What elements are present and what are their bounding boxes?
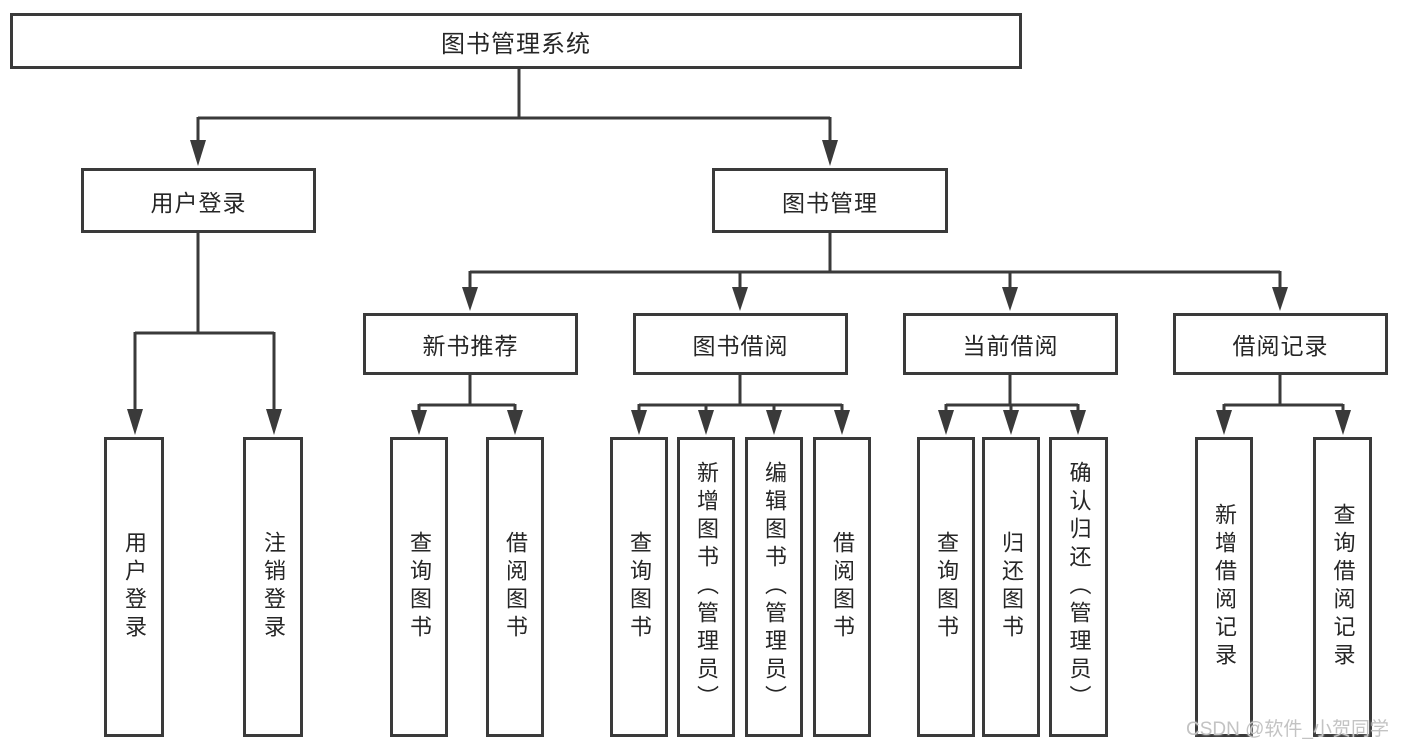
node-book-borrow: 图书借阅 [633,313,848,375]
node-label: 归还图书 [999,531,1024,643]
leaf-query-borrow-record: 查询借阅记录 [1313,437,1372,737]
leaf-confirm-return-admin: 确认归还（管理员） [1049,437,1108,737]
node-current-borrow: 当前借阅 [903,313,1118,375]
node-user-login: 用户登录 [81,168,316,233]
node-borrow-records: 借阅记录 [1173,313,1388,375]
node-label: 借阅图书 [503,531,528,643]
node-label: 当前借阅 [962,333,1059,359]
leaf-logout: 注销登录 [243,437,303,737]
node-label: 新增图书（管理员） [694,461,719,713]
leaf-borrow-books-recommend: 借阅图书 [486,437,544,737]
leaf-borrow-books: 借阅图书 [813,437,871,737]
node-label: 编辑图书（管理员） [762,461,787,713]
leaf-add-borrow-record: 新增借阅记录 [1195,437,1253,737]
node-book-management: 图书管理 [712,168,948,233]
leaf-add-books-admin: 新增图书（管理员） [677,437,735,737]
leaf-query-books-borrow: 查询图书 [610,437,668,737]
node-label: 借阅记录 [1232,333,1329,359]
node-label: 用户登录 [122,531,147,643]
node-label: 图书管理 [782,189,878,216]
node-new-book-recommend: 新书推荐 [363,313,578,375]
node-library-management-system: 图书管理系统 [10,13,1022,69]
node-label: 图书管理系统 [441,30,591,58]
node-label: 查询图书 [407,531,432,643]
node-label: 借阅图书 [830,531,855,643]
leaf-edit-books-admin: 编辑图书（管理员） [745,437,803,737]
leaf-user-login: 用户登录 [104,437,164,737]
node-label: 注销登录 [261,531,286,643]
leaf-query-books-recommend: 查询图书 [390,437,448,737]
leaf-return-books: 归还图书 [982,437,1040,737]
node-label: 查询图书 [627,531,652,643]
node-label: 确认归还（管理员） [1066,461,1092,713]
node-label: 查询图书 [934,531,959,643]
node-label: 用户登录 [150,189,247,216]
node-label: 新增借阅记录 [1212,503,1237,671]
node-label: 新书推荐 [422,333,519,359]
node-label: 图书借阅 [692,333,789,359]
node-label: 查询借阅记录 [1330,503,1356,671]
csdn-watermark: CSDN @软件_小贺同学 [1186,719,1389,740]
leaf-query-books-current: 查询图书 [917,437,975,737]
